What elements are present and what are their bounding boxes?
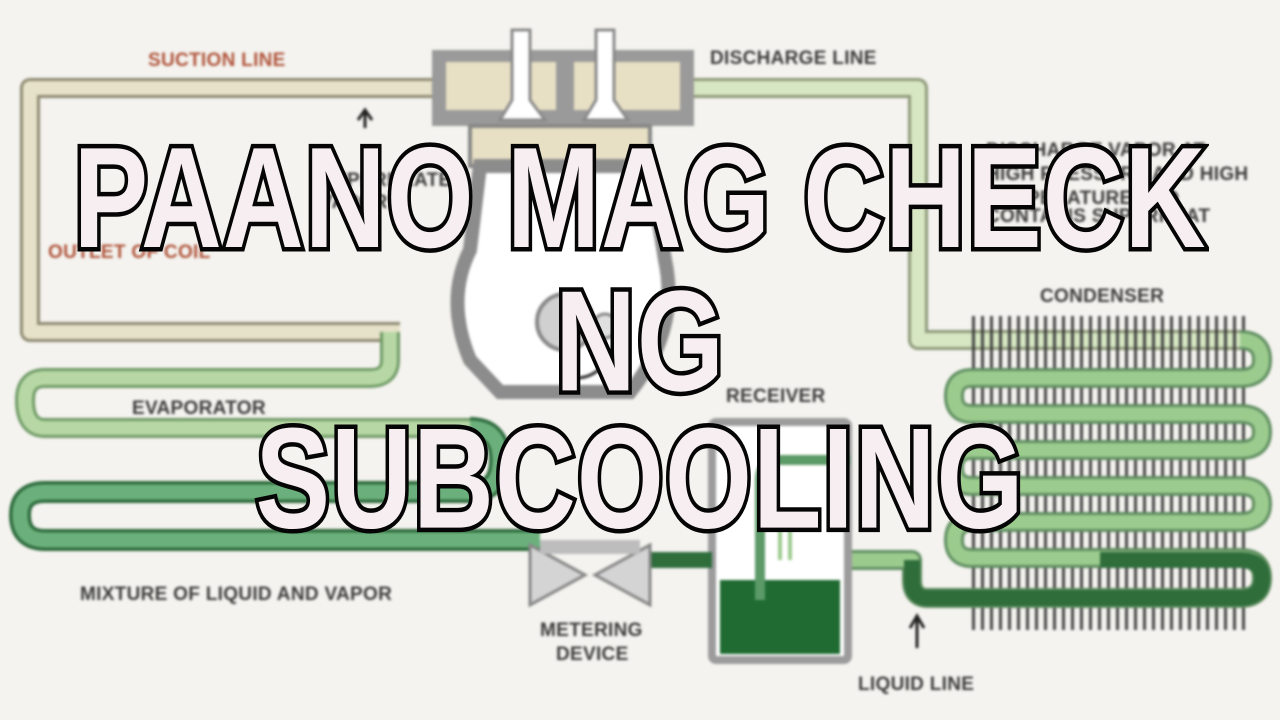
suction-line-pipe — [20, 78, 450, 342]
liquid-line-label: LIQUID LINE — [858, 674, 974, 695]
discharge-line-label: DISCHARGE LINE — [710, 48, 877, 69]
evaporator-coil — [9, 332, 540, 551]
title-line-1: PAANO MAG CHECK NG — [70, 117, 1209, 422]
mixture-label: MIXTURE OF LIQUID AND VAPOR — [80, 584, 392, 605]
condenser-label: CONDENSER — [1040, 286, 1164, 307]
superheated-vapor-label-2: VAPOR — [320, 192, 388, 213]
metering-device-label-1: METERING — [540, 620, 643, 641]
evaporator-label: EVAPORATOR — [132, 398, 266, 419]
discharge-vapor-label-3: TEMPERATURE AND — [986, 188, 1179, 209]
superheated-vapor-label-1: SUPERHEATED — [320, 170, 465, 191]
discharge-vapor-label-1: DISCHARGE VAPOR AT — [986, 140, 1205, 161]
receiver — [708, 418, 852, 664]
suction-line-label: SUCTION LINE — [148, 50, 286, 71]
condenser-coil — [850, 330, 1272, 608]
metering-device-label-2: DEVICE — [556, 644, 629, 665]
suction-arrow-icon — [356, 107, 374, 128]
discharge-vapor-label-2: HIGH PRESSURE AND HIGH — [986, 164, 1248, 185]
receiver-label: RECEIVER — [726, 386, 826, 407]
discharge-vapor-label-4: CONTAINS SUPERHEAT — [986, 206, 1210, 227]
outlet-of-coil-label: OUTLET OF COIL — [48, 242, 211, 263]
metering-device — [528, 540, 652, 608]
title-line-2: SUBCOOLING — [252, 398, 1027, 559]
compressor — [432, 28, 694, 399]
liquid-line-arrow-icon — [908, 613, 926, 648]
